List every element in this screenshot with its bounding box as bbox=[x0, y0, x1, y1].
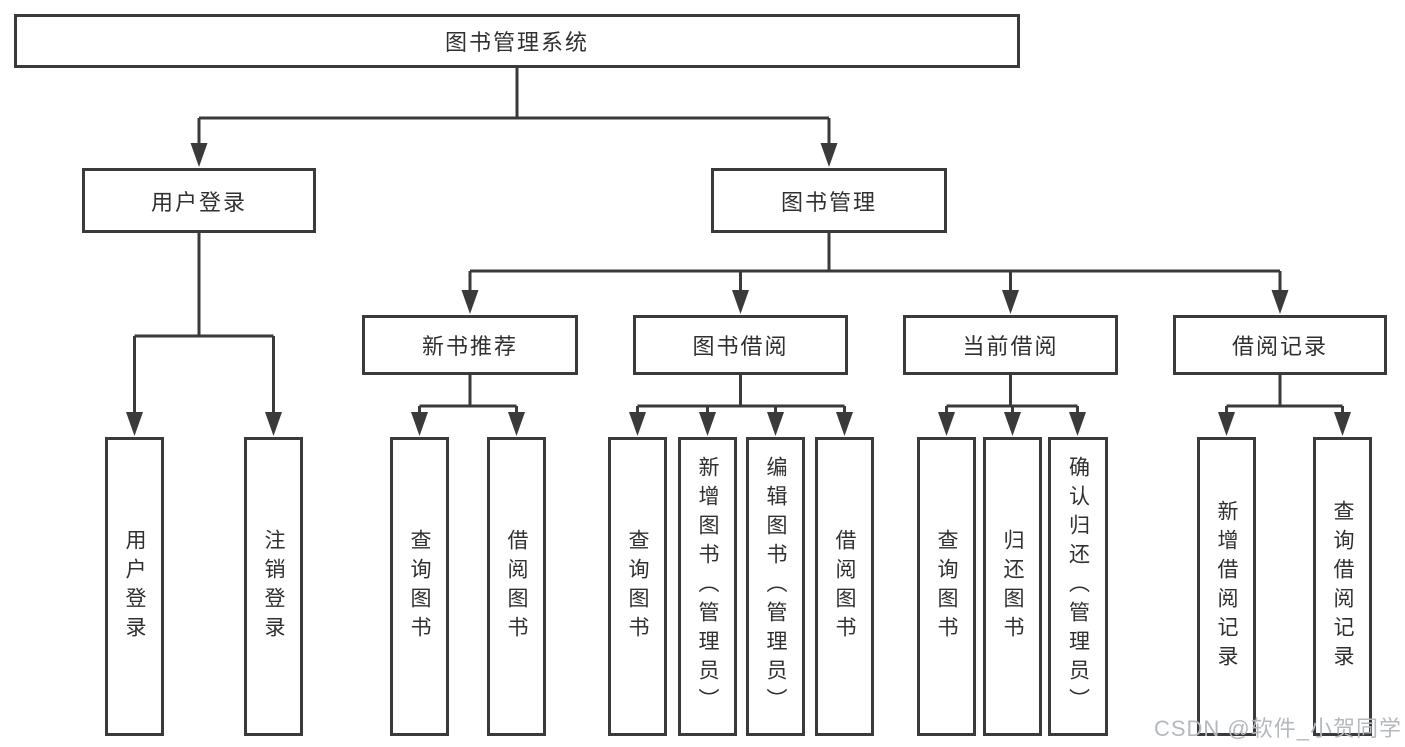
arrowheads bbox=[126, 143, 1351, 436]
leaf-logout: 注销登录 bbox=[244, 437, 303, 736]
leaf-borrow-edit-admin: 编辑图书（管理员） bbox=[746, 437, 805, 736]
leaf-records-add: 新增借阅记录 bbox=[1197, 437, 1256, 736]
leaf-user-login: 用户登录 bbox=[105, 437, 164, 736]
leaf-newbooks-query: 查询图书 bbox=[390, 437, 449, 736]
leaf-newbooks-borrow: 借阅图书 bbox=[487, 437, 546, 736]
node-current-borrow: 当前借阅 bbox=[903, 315, 1118, 375]
leaf-current-query: 查询图书 bbox=[917, 437, 976, 736]
node-new-book-recommend: 新书推荐 bbox=[362, 315, 578, 375]
leaf-borrow-borrow: 借阅图书 bbox=[815, 437, 874, 736]
node-user-login: 用户登录 bbox=[82, 168, 316, 233]
node-borrow-records: 借阅记录 bbox=[1173, 315, 1387, 375]
node-book-management: 图书管理 bbox=[711, 168, 947, 233]
leaf-current-confirm-admin: 确认归还（管理员） bbox=[1048, 437, 1108, 736]
node-root-system: 图书管理系统 bbox=[14, 14, 1020, 68]
leaf-records-query: 查询借阅记录 bbox=[1313, 437, 1372, 736]
leaf-borrow-query: 查询图书 bbox=[608, 437, 667, 736]
leaf-current-return: 归还图书 bbox=[983, 437, 1042, 736]
leaf-borrow-add-admin: 新增图书（管理员） bbox=[678, 437, 737, 736]
csdn-watermark: CSDN @软件_小贺同学 bbox=[1153, 716, 1402, 741]
node-book-borrow: 图书借阅 bbox=[633, 315, 848, 375]
